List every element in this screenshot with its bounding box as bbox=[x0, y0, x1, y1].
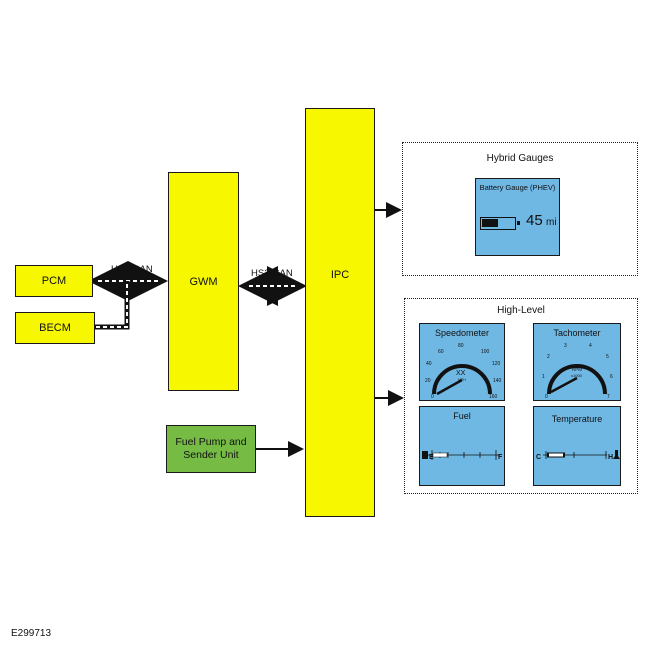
tachometer-gauge: Tachometer 0 1 2 3 4 5 6 7 RPM x1000 bbox=[533, 323, 621, 401]
high-level-title: High-Level bbox=[497, 305, 545, 316]
speedo-unit: MPH bbox=[458, 378, 466, 382]
hs3-can-label: HS3-CAN bbox=[251, 268, 293, 279]
tacho-tick-0: 0 bbox=[545, 394, 548, 400]
speedo-tick-5: 100 bbox=[481, 349, 490, 355]
temperature-bar: C H bbox=[536, 450, 620, 461]
battery-icon bbox=[480, 217, 520, 230]
tacho-tick-4: 4 bbox=[589, 343, 592, 349]
fuel-gauge: Fuel E F bbox=[419, 406, 505, 486]
hs1-can-bus bbox=[88, 261, 168, 330]
speedometer-title: Speedometer bbox=[434, 328, 490, 338]
tacho-unit-rpm: RPM bbox=[572, 367, 582, 372]
pcm-module: PCM bbox=[15, 265, 93, 297]
tacho-tick-3: 3 bbox=[564, 343, 567, 349]
speedo-tick-8: 160 bbox=[489, 394, 498, 400]
hybrid-gauges-title: Hybrid Gauges bbox=[486, 153, 554, 164]
battery-gauge-title: Battery Gauge (PHEV) bbox=[479, 183, 556, 192]
battery-range-value: 45 bbox=[526, 212, 543, 229]
battery-gauge: Battery Gauge (PHEV) 45 mi bbox=[475, 178, 560, 256]
speedo-tick-7: 140 bbox=[493, 378, 502, 384]
battery-range-unit: mi bbox=[546, 217, 557, 228]
speedo-tick-2: 40 bbox=[426, 361, 432, 367]
temp-cold-label: C bbox=[536, 454, 541, 461]
ipc-module: IPC bbox=[305, 108, 375, 517]
speedometer-dial: 0 20 40 60 80 100 120 140 160 XX MPH bbox=[425, 343, 502, 400]
tacho-tick-5: 5 bbox=[606, 354, 609, 360]
tacho-tick-1: 1 bbox=[542, 374, 545, 380]
fuel-pump-label: Fuel Pump and Sender Unit bbox=[175, 436, 247, 461]
gwm-module: GWM bbox=[168, 172, 239, 391]
speedometer-gauge: Speedometer 0 20 40 60 80 100 120 140 16… bbox=[419, 323, 505, 401]
tachometer-title: Tachometer bbox=[553, 328, 601, 338]
hybrid-gauges-panel: Hybrid Gauges Battery Gauge (PHEV) 45 mi bbox=[402, 142, 638, 276]
fuel-title: Fuel bbox=[453, 411, 471, 421]
speedo-tick-4: 80 bbox=[458, 343, 464, 349]
temperature-title: Temperature bbox=[551, 414, 603, 424]
speedo-tick-1: 20 bbox=[425, 378, 431, 384]
ipc-label: IPC bbox=[330, 269, 350, 281]
figure-id: E299713 bbox=[11, 628, 52, 639]
fuel-pump-module: Fuel Pump and Sender Unit bbox=[166, 425, 256, 473]
becm-label: BECM bbox=[39, 322, 71, 334]
tacho-tick-2: 2 bbox=[547, 354, 550, 360]
fuel-full-label: F bbox=[498, 454, 503, 461]
tacho-tick-6: 6 bbox=[610, 374, 613, 380]
temp-hot-label: H bbox=[608, 454, 613, 461]
tacho-unit-multiplier: x1000 bbox=[571, 373, 583, 378]
high-level-panel: High-Level bbox=[404, 298, 638, 494]
hs1-can-label: HS1-CAN bbox=[111, 264, 153, 275]
speedo-tick-6: 120 bbox=[492, 361, 501, 367]
gwm-label: GWM bbox=[189, 275, 218, 288]
pcm-label: PCM bbox=[41, 275, 67, 287]
fuel-empty-label: E bbox=[429, 454, 434, 461]
speedo-tick-3: 60 bbox=[438, 349, 444, 355]
speedo-readout: XX bbox=[456, 370, 466, 377]
tacho-tick-7: 7 bbox=[607, 394, 610, 400]
temperature-gauge: Temperature C H bbox=[533, 406, 621, 486]
speedo-tick-0: 0 bbox=[431, 394, 434, 400]
tachometer-dial: 0 1 2 3 4 5 6 7 RPM x1000 bbox=[542, 343, 613, 400]
coolant-temp-icon bbox=[613, 450, 620, 459]
fuel-bar: E F bbox=[422, 450, 503, 461]
becm-module: BECM bbox=[15, 312, 95, 344]
